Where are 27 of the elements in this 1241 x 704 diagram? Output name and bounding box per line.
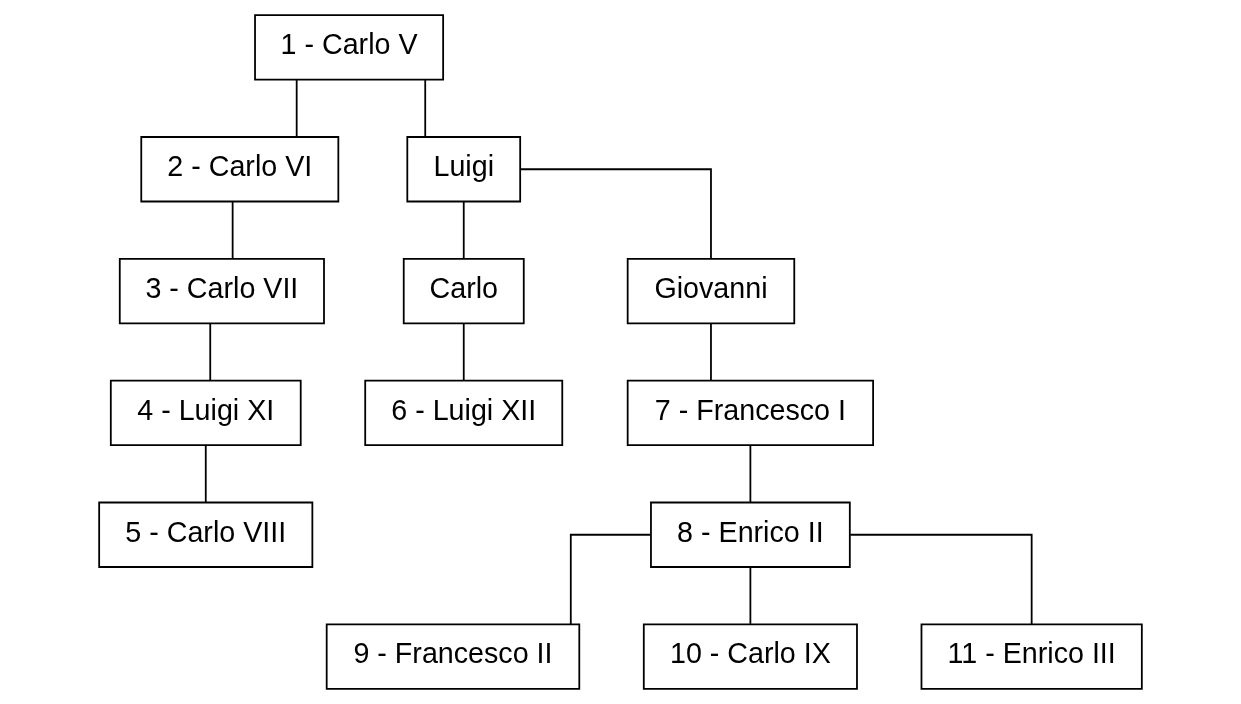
connector — [569, 533, 652, 625]
node-box: 4 - Luigi XI — [109, 379, 302, 447]
connector — [295, 79, 298, 138]
node-box: 1 - Carlo V — [254, 14, 445, 81]
connector — [849, 533, 1033, 625]
connector — [749, 566, 752, 625]
node-box: 5 - Carlo VIII — [98, 501, 314, 568]
connector — [204, 444, 207, 503]
connector — [710, 322, 712, 382]
node-box: Carlo — [402, 257, 525, 325]
node-box: 6 - Luigi XII — [364, 379, 564, 447]
node-box: 10 - Carlo IX — [642, 623, 858, 690]
connector — [749, 444, 752, 503]
node-box: 2 - Carlo VI — [140, 136, 340, 203]
connector — [231, 201, 234, 260]
node-box: 8 - Enrico II — [650, 501, 851, 568]
connector — [209, 322, 212, 382]
connector — [519, 168, 712, 260]
node-box: 7 - Francesco I — [626, 379, 874, 447]
connector — [462, 322, 465, 382]
connector — [462, 201, 465, 260]
node-box: 9 - Francesco II — [325, 623, 581, 690]
node-box: Luigi — [406, 136, 522, 203]
node-box: 3 - Carlo VII — [118, 257, 325, 325]
node-box: 11 - Enrico III — [920, 623, 1143, 690]
node-box: Giovanni — [626, 257, 796, 325]
connector — [424, 79, 427, 138]
